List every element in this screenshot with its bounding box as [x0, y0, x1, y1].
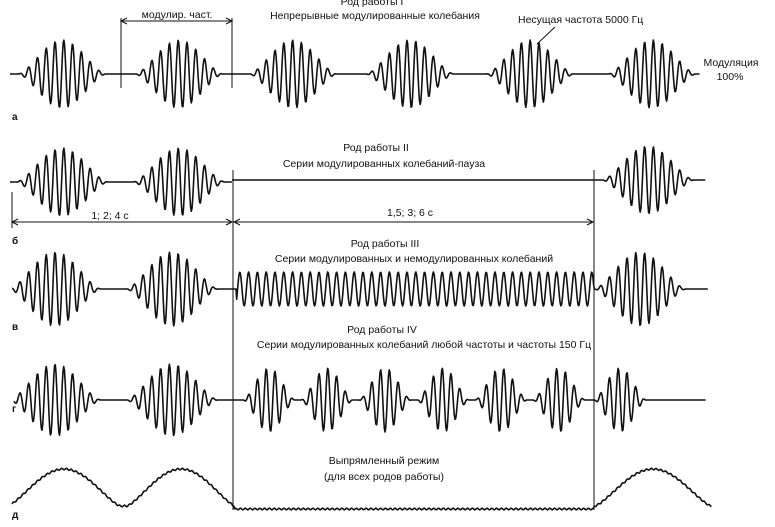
- modulation-label: Модуляция: [703, 57, 759, 69]
- panel-v-title: Род работы III: [350, 238, 420, 250]
- panel-a-letter: а: [12, 112, 18, 123]
- panel-g-letter: г: [12, 404, 17, 415]
- interval2-label: 1,5; 3; 6 с: [386, 207, 434, 219]
- panel-v-letter: в: [12, 322, 19, 333]
- waveform-a: [9, 39, 700, 109]
- waveform-b: [9, 147, 232, 216]
- waveform-v: [11, 251, 708, 327]
- panel-g-subtitle: Серии модулированных колебаний любой час…: [256, 339, 592, 351]
- panel-a-title: Род работы I: [340, 0, 404, 8]
- carrier-pointer: [536, 26, 556, 45]
- waveform-b-end: [593, 146, 706, 214]
- modulation-value: 100%: [716, 71, 744, 83]
- panel-v-subtitle: Серии модулированных и немодулированных …: [274, 253, 554, 265]
- interval1-label: 1; 2; 4 с: [91, 210, 129, 222]
- panel-d-title: Выпрямленный режим: [328, 455, 440, 467]
- waveform-g: [13, 363, 706, 437]
- carrier-label: Несущая частота 5000 Гц: [518, 14, 644, 26]
- mod-freq-label: модулир. част.: [141, 9, 213, 21]
- panel-b-subtitle: Серии модулированных колебаний-пауза: [282, 158, 486, 170]
- waveform-d: [11, 467, 712, 511]
- panel-d-letter: д: [12, 510, 19, 521]
- panel-g-title: Род работы IV: [347, 324, 417, 336]
- panel-b-title: Род работы II: [343, 142, 409, 154]
- panel-b-letter: б: [12, 236, 19, 247]
- panel-a-subtitle: Непрерывные модулированные колебания: [270, 10, 480, 22]
- panel-d-subtitle: (для всех родов работы): [324, 471, 444, 483]
